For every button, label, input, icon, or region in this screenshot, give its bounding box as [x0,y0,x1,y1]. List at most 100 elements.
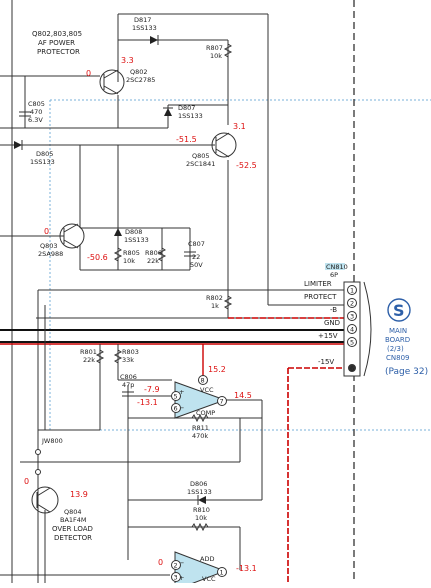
resistor-r803: R803 33k [113,348,139,364]
svg-text:-52.5: -52.5 [236,161,257,170]
svg-text:BA1F4M: BA1F4M [60,516,87,524]
comparator: VCC COMP + − 8 5 6 7 15.2 -7.9 -13.1 14.… [137,365,252,419]
svg-text:+15V: +15V [318,332,338,340]
svg-text:1SS133: 1SS133 [132,24,157,32]
svg-text:OVER LOAD: OVER LOAD [52,525,93,533]
svg-text:Q804: Q804 [64,508,82,516]
svg-text:33k: 33k [122,356,134,364]
svg-text:10k: 10k [195,514,207,522]
svg-text:R802: R802 [206,294,223,302]
transistor-q805: Q805 2SC1841 -51.5 3.1 -52.5 [176,122,257,170]
transistor-q802: Q802 2SC2785 0 3.3 [86,56,155,95]
comp-wiring [0,344,263,583]
adder: ADD VCC − + 2 3 1 0 -13.1 [158,551,257,588]
svg-text:S: S [393,301,405,320]
resistor-r801: R801 22k [80,348,105,364]
svg-text:10k: 10k [210,52,222,60]
svg-text:2SA988: 2SA988 [38,250,63,258]
svg-text:-50.6: -50.6 [87,253,108,262]
svg-text:COMP: COMP [196,409,215,417]
svg-text:470: 470 [30,108,42,116]
svg-text:VCC: VCC [200,386,214,394]
svg-text:ADD: ADD [200,555,214,563]
svg-text:6.3V: 6.3V [28,116,43,124]
svg-text:Q802: Q802 [130,68,148,76]
svg-text:2: 2 [174,562,178,570]
jumper-jw800: JW800 [35,437,63,475]
diode-d806: D806 1SS133 [187,480,212,505]
svg-text:+: + [179,574,184,582]
transistor-q804: Q804 BA1F4M OVER LOAD DETECTOR 0 13.9 [24,477,93,542]
svg-text:C806: C806 [120,373,137,381]
svg-text:47p: 47p [122,381,134,389]
svg-text:6: 6 [350,365,354,373]
resistor-r806: R806 22k [145,247,167,265]
svg-text:CN809: CN809 [386,354,410,362]
svg-text:3: 3 [350,313,354,321]
svg-text:R801: R801 [80,348,97,356]
svg-text:5: 5 [350,339,354,347]
transistor-q803: Q803 2SA988 0 -50.6 [38,223,108,262]
svg-text:0: 0 [158,558,163,567]
svg-text:10k: 10k [123,257,135,265]
svg-text:C805: C805 [28,100,45,108]
resistor-r810: R810 10k [191,506,210,532]
svg-text:PROTECTOR: PROTECTOR [37,48,80,56]
svg-text:DETECTOR: DETECTOR [54,534,92,542]
svg-text:−: − [179,559,184,567]
svg-text:5: 5 [174,393,178,401]
capacitor-c806: C806 47p [120,373,137,397]
protector-title: Q802,803,805 AF POWER PROTECTOR [32,30,82,56]
svg-text:D805: D805 [36,150,53,158]
svg-text:3.1: 3.1 [233,122,246,131]
svg-text:0: 0 [44,227,49,236]
svg-text:(2/3): (2/3) [387,345,404,353]
svg-text:JW800: JW800 [41,437,63,445]
svg-text:D817: D817 [134,16,151,24]
capacitor-c807: C807 22 50V [184,240,205,269]
svg-text:1SS133: 1SS133 [178,112,203,120]
svg-text:D806: D806 [190,480,207,488]
svg-text:7: 7 [220,398,224,406]
board-reference: S MAIN BOARD (2/3) CN809 (Page 32) [385,298,428,377]
svg-text:D808: D808 [125,228,142,236]
diode-d808: D808 1SS133 [113,227,149,244]
svg-text:50V: 50V [190,261,203,269]
svg-text:Q805: Q805 [192,152,210,160]
svg-text:1: 1 [350,287,354,295]
svg-text:14.5: 14.5 [234,391,252,400]
svg-text:+: + [179,388,184,396]
top-wiring [0,0,344,583]
resistor-r802: R802 1k [206,294,233,310]
svg-text:AF POWER: AF POWER [38,39,75,47]
svg-text:-7.9: -7.9 [144,385,160,394]
svg-text:0: 0 [86,69,91,78]
connector-cn810: CN810 6P 1 2 3 4 5 6 LIMITER PROTECT -B … [304,263,372,377]
diode-d807: D807 1SS133 [163,104,203,120]
svg-text:1SS133: 1SS133 [30,158,55,166]
svg-text:D807: D807 [178,104,195,112]
svg-text:1k: 1k [211,302,219,310]
svg-text:(Page 32): (Page 32) [385,367,428,377]
svg-text:6P: 6P [330,271,338,279]
svg-text:R805: R805 [123,249,140,257]
svg-text:CN810: CN810 [326,263,348,271]
svg-text:R803: R803 [122,348,139,356]
svg-text:-13.1: -13.1 [137,398,158,407]
svg-text:2: 2 [350,300,354,308]
svg-text:1SS133: 1SS133 [187,488,212,496]
svg-text:-15V: -15V [318,358,334,366]
svg-text:3.3: 3.3 [121,56,134,65]
resistor-r807: R807 10k [206,43,233,60]
svg-text:0: 0 [24,477,29,486]
svg-text:-13.1: -13.1 [236,564,257,573]
svg-text:Q803: Q803 [40,242,58,250]
svg-text:6: 6 [174,405,178,413]
svg-text:3: 3 [174,574,178,582]
board-boundary [49,99,431,431]
svg-text:C807: C807 [188,240,205,248]
capacitor-c805: C805 470 6.3V [19,100,45,124]
svg-text:GND: GND [324,319,340,327]
svg-text:Q802,803,805: Q802,803,805 [32,30,82,38]
